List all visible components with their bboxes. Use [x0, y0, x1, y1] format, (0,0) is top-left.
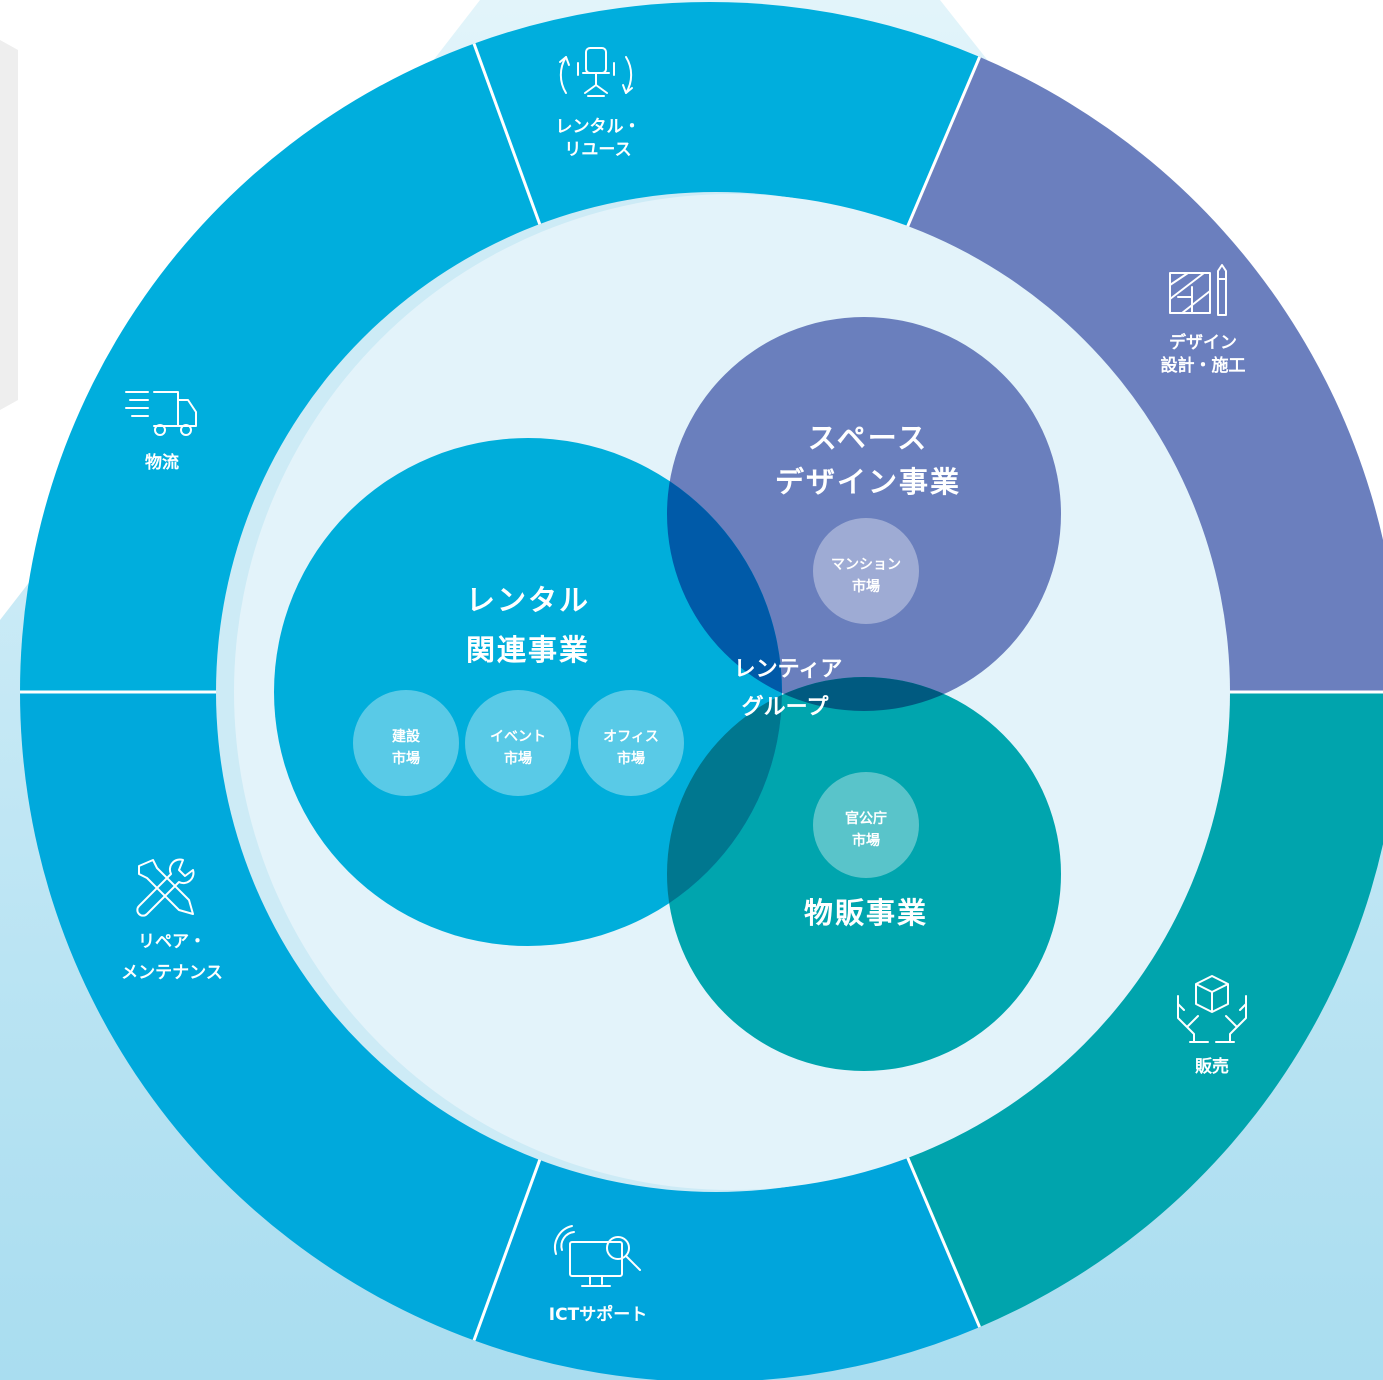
overlap-rental-sales	[667, 677, 782, 946]
market-label: 市場	[617, 750, 645, 767]
segment-label-design: 設計・施工	[1161, 355, 1246, 376]
sales-title-line: 物販事業	[804, 896, 928, 930]
segment-label-ict: ICTサポート	[549, 1304, 647, 1325]
segment-label-repair: メンテナンス	[121, 963, 223, 983]
rental-title-line: 関連事業	[466, 633, 590, 667]
market-label: オフィス	[603, 729, 659, 745]
space-title-line: スペース	[808, 421, 929, 455]
market-label: イベント	[490, 729, 546, 745]
market-circles	[353, 518, 919, 878]
market-construction	[353, 690, 459, 796]
rental-title-line: レンタル	[466, 583, 590, 617]
business-titles: レンタル 関連事業 スペース デザイン事業 物販事業	[466, 421, 961, 930]
segment-label-rental-reuse: レンタル・	[556, 117, 641, 137]
segment-label-logistics: 物流	[145, 452, 179, 473]
group-name-line: レンティア	[734, 657, 843, 682]
segment-label-rental-reuse: リユース	[564, 140, 631, 160]
market-event	[465, 690, 571, 796]
group-center-label: レンティア グループ	[734, 657, 843, 720]
segment-label-repair: リペア・	[138, 932, 206, 952]
space-title-line: デザイン事業	[775, 465, 961, 499]
background-panel	[0, 40, 18, 410]
rental-circle	[274, 438, 782, 946]
monitor-search-icon	[554, 1225, 641, 1287]
ring-labels: レンタル・ リユース デザイン 設計・施工 販売 ICTサポート リペア・ メン…	[121, 117, 1245, 1325]
market-label: マンション	[831, 557, 901, 573]
box-hands-icon	[1177, 975, 1247, 1043]
market-label: 市場	[392, 750, 420, 767]
market-label: 市場	[852, 578, 880, 595]
segment-label-design: デザイン	[1169, 332, 1237, 353]
market-label: 市場	[852, 832, 880, 849]
overlap-rental-space	[667, 438, 782, 711]
chair-rotate-icon	[559, 47, 633, 97]
market-label: 官公庁	[845, 810, 887, 827]
market-mansion	[813, 518, 919, 624]
group-name-line: グループ	[742, 694, 830, 720]
market-label: 市場	[504, 750, 532, 767]
truck-icon	[125, 391, 197, 436]
business-circles	[274, 317, 1061, 1071]
blueprint-icon	[1169, 264, 1227, 316]
market-label: 建設	[392, 728, 421, 745]
market-office	[578, 690, 684, 796]
market-government	[813, 772, 919, 878]
tools-icon	[136, 858, 195, 917]
market-labels: 建設 市場 イベント 市場 オフィス 市場 マンション 市場 官公庁 市場	[392, 557, 901, 849]
segment-label-sales: 販売	[1195, 1056, 1229, 1077]
